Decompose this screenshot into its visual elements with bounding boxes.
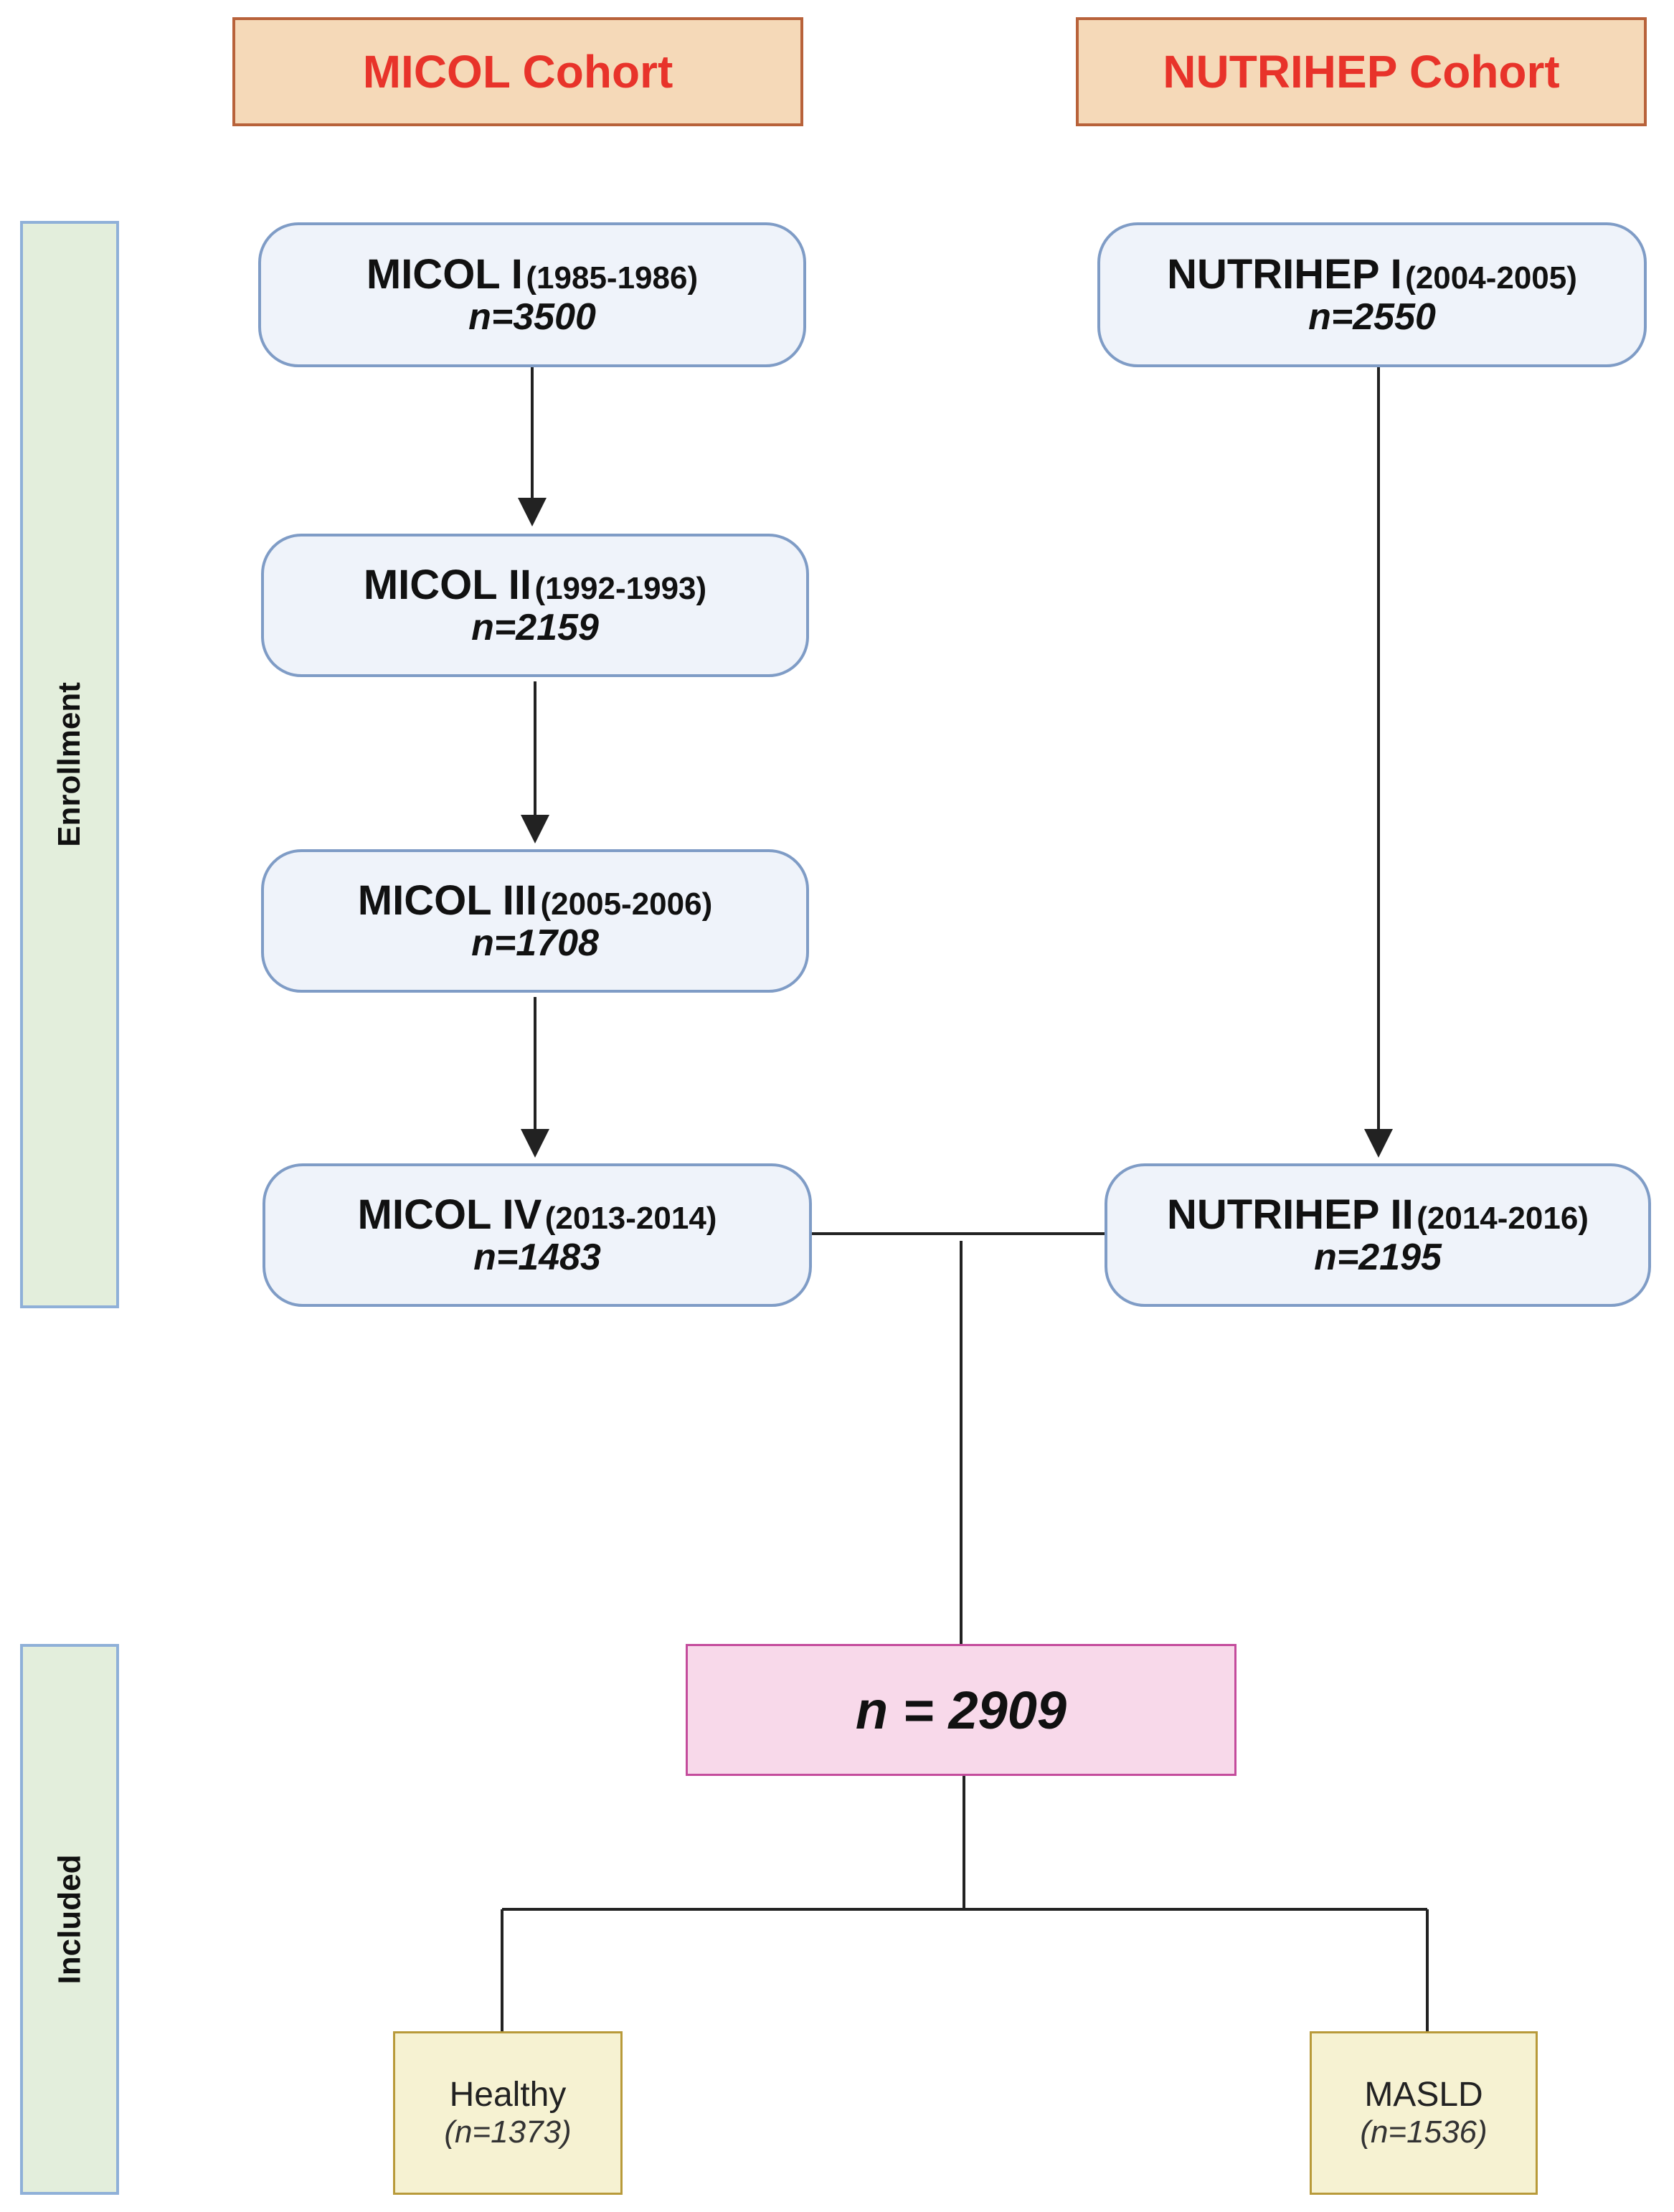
nutrihep-1-box: NUTRIHEP I (2004-2005) n=2550 bbox=[1097, 222, 1647, 367]
wave-count: n=1708 bbox=[471, 922, 599, 965]
wave-years: (2005-2006) bbox=[540, 886, 713, 922]
micol-1-box: MICOL I (1985-1986) n=3500 bbox=[258, 222, 806, 367]
micol-cohort-header: MICOL Cohort bbox=[232, 17, 803, 126]
wave-count: n=2159 bbox=[471, 607, 599, 649]
total-count: n = 2909 bbox=[855, 1680, 1067, 1740]
wave-years: (1992-1993) bbox=[534, 570, 707, 606]
wave-name: MICOL II bbox=[363, 561, 531, 608]
micol-cohort-title: MICOL Cohort bbox=[362, 46, 673, 98]
wave-years: (2004-2005) bbox=[1405, 260, 1577, 296]
wave-name: NUTRIHEP II bbox=[1167, 1191, 1414, 1238]
total-included-box: n = 2909 bbox=[686, 1644, 1236, 1776]
wave-years: (1985-1986) bbox=[526, 260, 699, 296]
wave-years: (2014-2016) bbox=[1417, 1200, 1589, 1236]
enrollment-phase-bar: Enrollment bbox=[20, 221, 119, 1308]
included-phase-bar: Included bbox=[20, 1644, 119, 2195]
wave-years: (2013-2014) bbox=[544, 1200, 717, 1236]
micol-2-box: MICOL II (1992-1993) n=2159 bbox=[261, 534, 809, 677]
wave-count: n=2195 bbox=[1314, 1237, 1442, 1279]
group-label: Healthy bbox=[449, 2076, 567, 2114]
enrollment-label: Enrollment bbox=[52, 682, 88, 847]
included-label: Included bbox=[52, 1854, 87, 1985]
wave-name: MICOL IV bbox=[357, 1191, 542, 1238]
wave-count: n=1483 bbox=[473, 1237, 601, 1279]
group-label: MASLD bbox=[1364, 2076, 1483, 2114]
wave-name: NUTRIHEP I bbox=[1167, 250, 1402, 298]
nutrihep-cohort-title: NUTRIHEP Cohort bbox=[1163, 46, 1560, 98]
wave-count: n=2550 bbox=[1308, 296, 1436, 339]
micol-3-box: MICOL III (2005-2006) n=1708 bbox=[261, 849, 809, 993]
wave-name: MICOL I bbox=[366, 250, 523, 298]
nutrihep-cohort-header: NUTRIHEP Cohort bbox=[1076, 17, 1647, 126]
micol-4-box: MICOL IV (2013-2014) n=1483 bbox=[263, 1163, 812, 1307]
masld-group-box: MASLD (n=1536) bbox=[1310, 2031, 1538, 2195]
group-count: (n=1373) bbox=[444, 2114, 572, 2150]
healthy-group-box: Healthy (n=1373) bbox=[393, 2031, 623, 2195]
wave-name: MICOL III bbox=[357, 876, 538, 924]
nutrihep-2-box: NUTRIHEP II (2014-2016) n=2195 bbox=[1105, 1163, 1651, 1307]
group-count: (n=1536) bbox=[1360, 2114, 1488, 2150]
wave-count: n=3500 bbox=[468, 296, 596, 339]
